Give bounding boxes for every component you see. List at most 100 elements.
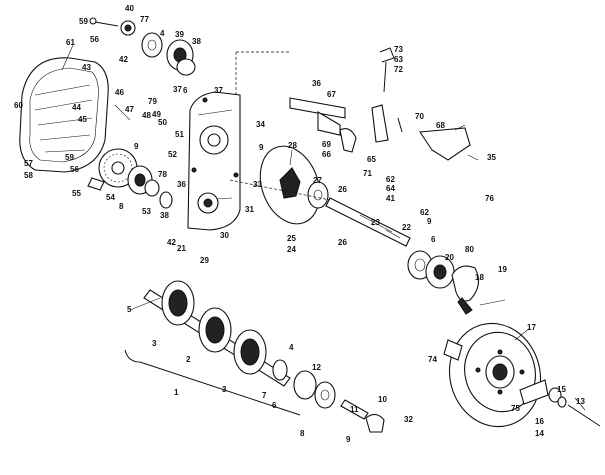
callout-61: 61: [66, 38, 75, 47]
callout-53: 53: [142, 207, 151, 216]
callout-36: 36: [312, 79, 321, 88]
callout-31: 31: [245, 205, 254, 214]
callout-48: 48: [142, 111, 151, 120]
callout-5: 5: [127, 305, 132, 314]
callout-58: 58: [24, 171, 33, 180]
callout-38: 38: [160, 211, 169, 220]
callout-36: 36: [177, 180, 186, 189]
callout-6: 6: [272, 401, 277, 410]
callout-22: 22: [402, 223, 411, 232]
brake-linkage: [289, 47, 471, 161]
callout-26: 26: [338, 238, 347, 247]
callout-73: 73: [394, 45, 403, 54]
callout-78: 78: [158, 170, 167, 179]
callout-57: 57: [24, 159, 33, 168]
callout-27: 27: [313, 176, 322, 185]
callout-20: 20: [445, 253, 454, 262]
callout-24: 24: [287, 245, 296, 254]
chain-case-body: [187, 51, 290, 231]
callout-7: 7: [262, 391, 267, 400]
callout-56: 56: [70, 165, 79, 174]
callout-42: 42: [119, 55, 128, 64]
callout-15: 15: [557, 385, 566, 394]
callout-8: 8: [119, 202, 124, 211]
callout-44: 44: [72, 103, 81, 112]
callout-14: 14: [535, 429, 544, 438]
callout-3: 3: [222, 385, 227, 394]
callout-4: 4: [160, 29, 165, 38]
callout-13: 13: [576, 397, 585, 406]
callout-74: 74: [428, 355, 437, 364]
callout-9: 9: [346, 435, 351, 444]
callout-11: 11: [350, 405, 359, 414]
track-drive-shaft: [124, 280, 385, 433]
callout-23: 23: [371, 218, 380, 227]
callout-28: 28: [288, 141, 297, 150]
sprocket-left: [161, 280, 195, 326]
callout-19: 19: [498, 265, 507, 274]
callout-51: 51: [175, 130, 184, 139]
callout-56: 56: [90, 35, 99, 44]
callout-26: 26: [338, 185, 347, 194]
callout-45: 45: [78, 115, 87, 124]
callout-62: 62: [420, 208, 429, 217]
callout-77: 77: [140, 15, 149, 24]
callout-8: 8: [300, 429, 305, 438]
callout-18: 18: [475, 273, 484, 282]
callout-39: 39: [175, 30, 184, 39]
callout-63: 63: [394, 55, 403, 64]
callout-21: 21: [177, 244, 186, 253]
callout-38: 38: [192, 37, 201, 46]
drive-shaft: [229, 179, 411, 247]
chain-case-cover: [19, 57, 109, 173]
callout-59: 59: [79, 17, 88, 26]
leader-lines: [61, 44, 586, 411]
callout-52: 52: [168, 150, 177, 159]
callout-76: 76: [485, 194, 494, 203]
callout-72: 72: [394, 65, 403, 74]
callout-41: 41: [386, 194, 395, 203]
callout-62: 62: [386, 175, 395, 184]
callout-65: 65: [367, 155, 376, 164]
callout-37: 37: [214, 86, 223, 95]
right-bearing-assembly: [407, 250, 480, 315]
callout-67: 67: [327, 90, 336, 99]
callout-49: 49: [152, 110, 161, 119]
callout-68: 68: [436, 121, 445, 130]
callout-42: 42: [167, 238, 176, 247]
callout-6: 6: [183, 86, 188, 95]
brake-drum: [443, 322, 601, 428]
callout-37: 37: [173, 85, 182, 94]
callout-2: 2: [186, 355, 191, 364]
sprocket-middle: [198, 307, 232, 353]
callout-55: 55: [72, 189, 81, 198]
callout-labels: 59 40 77 56 4 39 38 42 61 43 60 44 45 46…: [14, 4, 585, 444]
callout-47: 47: [125, 105, 134, 114]
callout-35: 35: [487, 153, 496, 162]
callout-9: 9: [134, 142, 139, 151]
callout-25: 25: [287, 234, 296, 243]
callout-71: 71: [363, 169, 372, 178]
callout-9: 9: [427, 217, 432, 226]
callout-3: 3: [152, 339, 157, 348]
callout-80: 80: [465, 245, 474, 254]
callout-29: 29: [200, 256, 209, 265]
callout-64: 64: [386, 184, 395, 193]
callout-34: 34: [256, 120, 265, 129]
callout-16: 16: [535, 417, 544, 426]
callout-33: 33: [253, 180, 262, 189]
brake-disc: [259, 145, 329, 225]
callout-75: 75: [511, 404, 520, 413]
chain-sprocket: [87, 148, 173, 209]
callout-4: 4: [289, 343, 294, 352]
callout-40: 40: [125, 4, 134, 13]
callout-69: 69: [322, 140, 331, 149]
callout-10: 10: [378, 395, 387, 404]
callout-79: 79: [148, 97, 157, 106]
callout-30: 30: [220, 231, 229, 240]
sprocket-right: [233, 329, 267, 375]
callout-66: 66: [322, 150, 331, 159]
callout-60: 60: [14, 101, 23, 110]
callout-17: 17: [527, 323, 536, 332]
